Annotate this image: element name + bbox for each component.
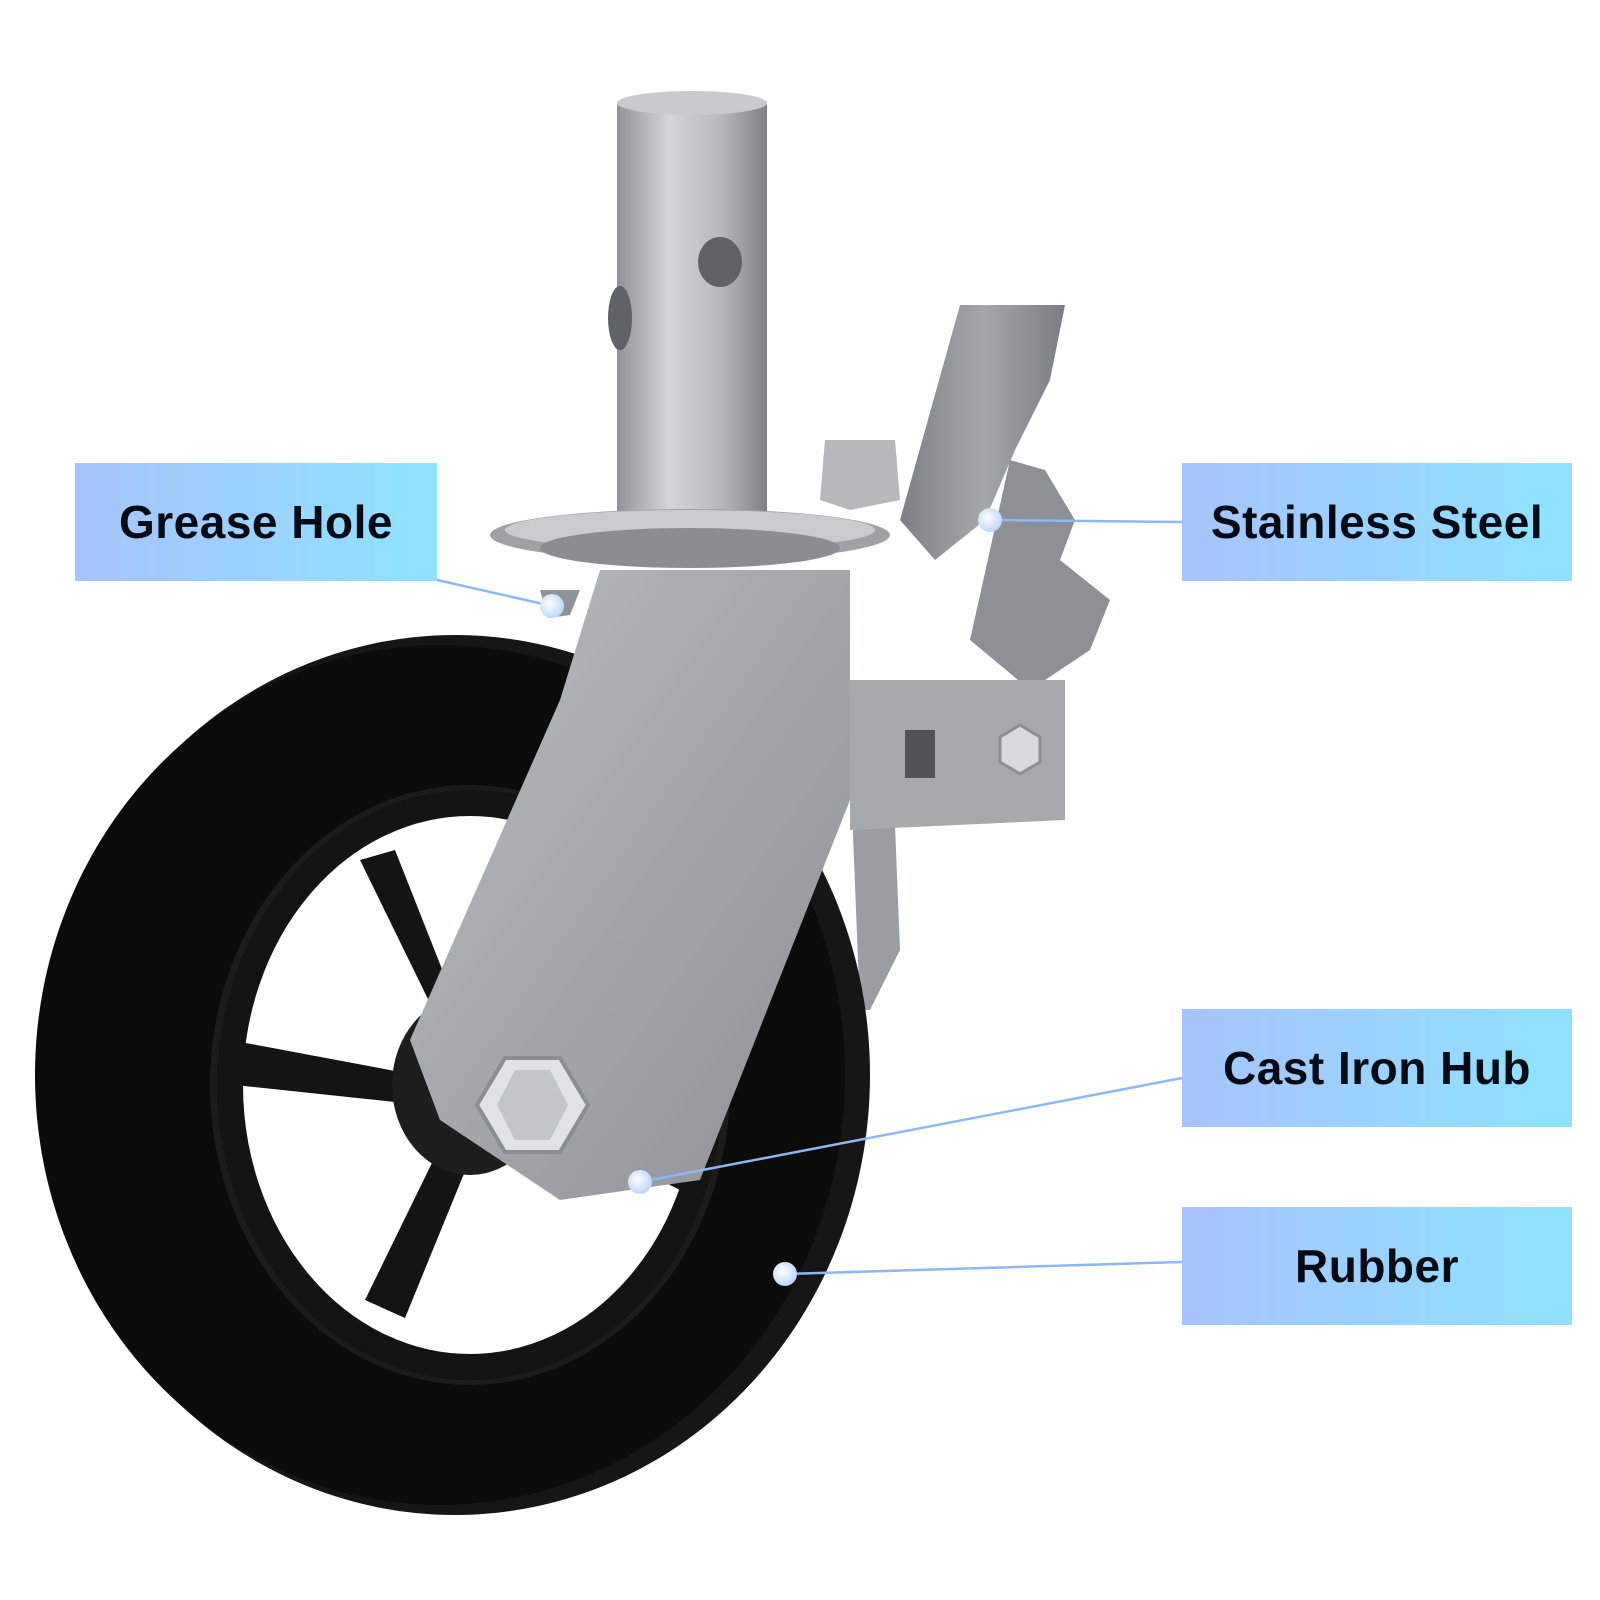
callout-grease-hole: Grease Hole (75, 463, 437, 581)
rubber-dot (773, 1262, 797, 1286)
swivel-plate (490, 509, 890, 568)
axle-bolt (474, 1056, 591, 1154)
callout-rubber-label: Rubber (1295, 1240, 1459, 1292)
leader-lines (436, 518, 1183, 1276)
callout-rubber: Rubber (1182, 1207, 1572, 1325)
callout-cast-iron-hub: Cast Iron Hub (1182, 1009, 1572, 1127)
stem-pipe (608, 91, 767, 540)
callout-stainless-steel-label: Stainless Steel (1210, 496, 1544, 548)
stainless-steel-dot (978, 508, 1002, 532)
callout-stainless-steel: Stainless Steel (1182, 463, 1572, 581)
callout-cast-iron-hub-label: Cast Iron Hub (1222, 1042, 1532, 1094)
cast-iron-hub-dot (628, 1170, 652, 1194)
brake-lever (820, 305, 1110, 690)
grease-hole-dot (540, 594, 564, 618)
callout-grease-hole-label: Grease Hole (119, 496, 393, 548)
leader-dots (540, 508, 1002, 1286)
fork-front-plate (410, 570, 1065, 1200)
